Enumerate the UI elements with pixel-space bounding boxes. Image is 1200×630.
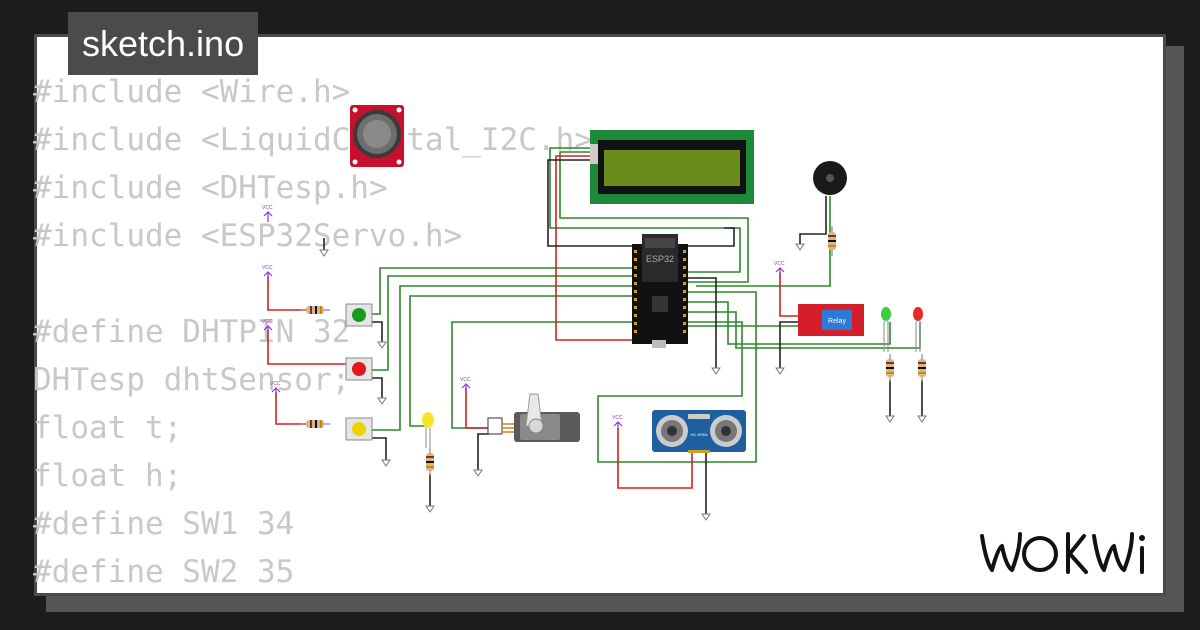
lcd-vcc-wire [555, 155, 632, 341]
code-line: #include <Wire.h> [33, 74, 351, 110]
vcc-label: VCC [460, 377, 471, 383]
buzzer[interactable] [813, 161, 847, 195]
wires [267, 147, 923, 514]
button-yellow-signal-wire [372, 285, 632, 431]
ground-icon [795, 243, 805, 251]
lcd-display[interactable] [590, 130, 754, 204]
push-button-yellow[interactable] [345, 417, 373, 441]
button-gnd-wire-3 [370, 437, 387, 460]
vcc-label: VCC [262, 205, 273, 211]
relay-gnd-wire [779, 321, 800, 368]
resistor [300, 306, 330, 314]
vcc-label: VCC [270, 381, 281, 387]
vcc-arrow-icon [263, 211, 273, 222]
ground-icon [377, 397, 387, 405]
code-line: #include <ESP32Servo.h> [33, 218, 463, 254]
wokwi-logo [980, 532, 1145, 574]
ground-icon [917, 415, 927, 423]
vcc-symbols [263, 211, 785, 430]
resistor [426, 448, 434, 476]
code-line: float h; [33, 458, 183, 494]
button-gnd-wire-2 [370, 377, 383, 398]
vcc-arrow-icon [461, 383, 471, 392]
led-yellow-wire [409, 295, 632, 427]
relay-vcc-wire [779, 272, 800, 317]
vcc-arrow-icon [263, 325, 273, 334]
esp32-label: ESP32 [646, 254, 674, 264]
resistors [300, 226, 926, 476]
vcc-wire-3 [275, 392, 308, 425]
relay-module[interactable]: Relay [798, 304, 864, 336]
ultrasonic-label: HC-SR04 [690, 432, 708, 437]
code-line: float t; [33, 410, 183, 446]
ground-symbols [319, 243, 927, 521]
lcd-scl-wire [559, 151, 749, 283]
button-green-signal-wire [372, 267, 632, 315]
ground-icon [701, 513, 711, 521]
esp32-board[interactable]: ESP32 [632, 234, 688, 348]
ground-icon [319, 249, 329, 257]
vcc-label: VCC [262, 265, 273, 271]
button-red-signal-wire [372, 275, 632, 371]
led-green-wire [688, 301, 891, 345]
vcc-arrow-icon [613, 421, 623, 430]
button-gnd-wire-1 [370, 321, 383, 342]
lcd-sda-wire [549, 147, 741, 273]
ground-icon [381, 459, 391, 467]
code-line: #define DHTPIN 32 [33, 314, 351, 350]
preview-card [34, 34, 1166, 596]
ultrasonic-vcc-wire [617, 428, 693, 489]
joystick-module[interactable] [350, 105, 404, 167]
vcc-label: VCC [612, 415, 623, 421]
vcc-arrow-icon [271, 387, 281, 396]
ground-icon [885, 415, 895, 423]
ground-icon [711, 367, 721, 375]
led-red[interactable] [913, 307, 923, 352]
vcc-arrow-icon [775, 267, 785, 276]
ground-icon [377, 341, 387, 349]
ultrasonic-wire [597, 291, 757, 463]
vcc-wire-2 [267, 330, 348, 365]
code-line: #include <DHTesp.h> [33, 170, 388, 206]
push-button-red[interactable] [345, 357, 373, 381]
code-line: #define SW2 35 [33, 554, 295, 590]
servo-gnd-wire [477, 433, 490, 470]
file-tab[interactable]: sketch.ino [68, 12, 259, 75]
led-yellow[interactable] [422, 412, 434, 448]
resistor [300, 420, 330, 428]
vcc-label: VCC [774, 261, 785, 267]
buzzer-gnd-wire [799, 196, 827, 244]
ultrasonic-sensor[interactable]: HC-SR04 [652, 410, 746, 453]
resistor [828, 226, 836, 256]
vcc-arrow-icon [263, 271, 273, 280]
code-line: DHTesp dhtSensor; [33, 362, 351, 398]
vcc-labels: VCC VCC VCC VCC VCC VCC VCC [262, 205, 785, 421]
vcc-wire-1 [267, 276, 308, 311]
vcc-label: VCC [262, 319, 273, 325]
gnd-wire-1 [688, 277, 717, 368]
servo-vcc-wire [465, 388, 488, 429]
code-line: #define SW1 34 [33, 506, 295, 542]
resistor [918, 354, 926, 382]
relay-label: Relay [828, 318, 846, 325]
ground-icon [425, 505, 435, 513]
resistor [886, 354, 894, 382]
esp32-pins [634, 250, 686, 333]
push-button-green[interactable] [345, 303, 373, 327]
buzzer-wire [696, 196, 831, 287]
ground-icon [775, 367, 785, 375]
led-green[interactable] [881, 307, 891, 352]
ground-icon [473, 469, 483, 477]
servo-motor[interactable] [487, 393, 580, 442]
